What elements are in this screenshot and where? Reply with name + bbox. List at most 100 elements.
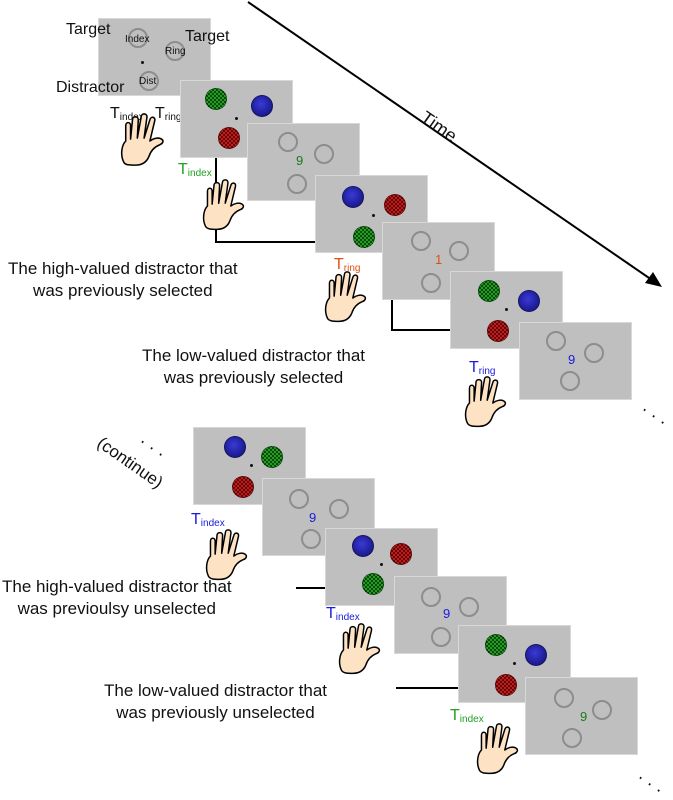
red-disk <box>218 127 240 149</box>
response-sub: index <box>459 714 484 725</box>
placeholder-ring <box>546 331 566 351</box>
response-t: T <box>191 511 201 528</box>
hand-icon <box>203 528 259 586</box>
green-disk <box>353 226 375 248</box>
placeholder-ring <box>329 499 349 519</box>
legend-ring-sub: ring <box>164 112 182 123</box>
blue-disk <box>352 535 374 557</box>
legend-t-ring: Tring <box>155 106 181 123</box>
response-sub: index <box>187 168 212 179</box>
placeholder-ring <box>314 144 334 164</box>
legend-t-index: Tindex <box>110 106 144 123</box>
red-disk <box>232 476 254 498</box>
response-label-3: Tring <box>469 360 495 377</box>
green-disk <box>205 88 227 110</box>
hand-icon <box>474 722 530 780</box>
dist-placeholder-ring <box>139 71 159 91</box>
fixation-dot <box>380 563 383 566</box>
response-label-4: Tindex <box>191 512 225 529</box>
ring-label: Ring <box>165 46 186 57</box>
green-disk <box>261 446 283 468</box>
target-left-label: Target <box>66 21 111 38</box>
red-disk <box>495 674 517 696</box>
caption-line: The low-valued distractor that <box>104 681 327 700</box>
feedback-value: 9 <box>296 153 304 168</box>
response-t: T <box>178 161 188 178</box>
feedback-value: 9 <box>580 709 588 724</box>
search-screen-5 <box>325 528 438 606</box>
response-t: T <box>469 359 479 376</box>
feedback-value: 9 <box>443 606 451 621</box>
caption-high-selected: The high-valued distractor that was prev… <box>8 258 238 302</box>
feedback-value: 1 <box>435 252 443 267</box>
time-arrow-head <box>645 272 662 287</box>
fixation-dot <box>505 308 508 311</box>
blue-disk <box>525 644 547 666</box>
legend-index-sub: index <box>119 112 144 123</box>
ring-placeholder-ring <box>165 41 185 61</box>
target-right-label: Target <box>185 28 230 45</box>
caption-line: The low-valued distractor that <box>142 346 365 365</box>
dist-label: Dist <box>139 76 157 87</box>
fixation-dot <box>513 662 516 665</box>
hand-icon <box>200 178 256 236</box>
response-t: T <box>450 707 460 724</box>
red-disk <box>384 194 406 216</box>
green-disk <box>485 634 507 656</box>
blue-disk <box>251 95 273 117</box>
placeholder-ring <box>421 587 441 607</box>
placeholder-ring <box>301 529 321 549</box>
feedback-value: 9 <box>309 510 317 525</box>
distractor-label: Distractor <box>56 79 125 96</box>
legend-t-2: T <box>155 105 165 122</box>
response-sub: index <box>200 518 225 529</box>
caption-line: was previously selected <box>33 281 213 300</box>
blue-disk <box>224 436 246 458</box>
hand-icon <box>322 270 378 328</box>
caption-line: was previoulsy unselected <box>17 599 217 618</box>
response-sub: ring <box>478 366 496 377</box>
placeholder-ring <box>431 627 451 647</box>
caption-high-unselected: The high-valued distractor that was prev… <box>2 576 232 620</box>
fixation-dot <box>250 464 253 467</box>
index-placeholder-ring <box>128 28 148 48</box>
fixation-dot <box>372 214 375 217</box>
caption-low-unselected: The low-valued distractor that was previ… <box>104 680 327 724</box>
legend-t: T <box>110 105 120 122</box>
fixation-dot <box>141 61 144 64</box>
red-disk <box>487 320 509 342</box>
placeholder-ring <box>562 728 582 748</box>
placeholder-ring <box>278 132 298 152</box>
placeholder-ring <box>592 700 612 720</box>
red-disk <box>390 543 412 565</box>
response-label-2: Tring <box>334 257 360 274</box>
green-disk <box>362 573 384 595</box>
hand-icon <box>336 622 392 680</box>
caption-line: The high-valued distractor that <box>8 259 238 278</box>
hand-icon <box>118 112 176 172</box>
blue-disk <box>342 186 364 208</box>
caption-line: was previously unselected <box>116 703 315 722</box>
index-label: Index <box>125 34 150 45</box>
blue-disk <box>518 290 540 312</box>
placeholder-ring <box>411 231 431 251</box>
hand-icon <box>462 375 518 433</box>
feedback-value: 9 <box>568 352 576 367</box>
placeholder-ring <box>560 371 580 391</box>
caption-line: was previously selected <box>163 368 344 387</box>
search-screen-3 <box>450 271 563 349</box>
placeholder-ring <box>289 489 309 509</box>
placeholder-ring <box>449 241 469 261</box>
response-label-5: Tindex <box>326 606 360 623</box>
caption-line: The high-valued distractor that <box>2 577 232 596</box>
feedback-screen-3: 9 <box>519 322 632 400</box>
placeholder-ring <box>459 597 479 617</box>
response-t: T <box>326 605 336 622</box>
response-t: T <box>334 256 344 273</box>
feedback-screen-6: 9 <box>525 677 638 755</box>
placeholder-ring <box>584 343 604 363</box>
caption-low-selected: The low-valued distractor that was previ… <box>142 345 365 389</box>
placeholder-ring <box>421 273 441 293</box>
response-label-1: Tindex <box>178 162 212 179</box>
